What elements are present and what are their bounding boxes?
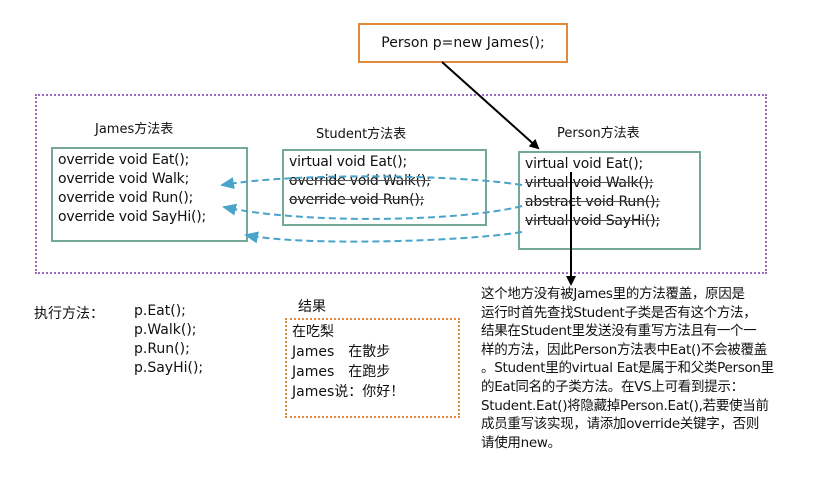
note-line: 请使用new。 <box>481 434 561 451</box>
student-method: virtual void Eat(); <box>289 154 408 170</box>
method-tables-container <box>35 94 767 274</box>
james-method: override void SayHi(); <box>58 209 207 225</box>
student-method-table: virtual void Eat(); override void Walk()… <box>282 149 487 226</box>
explanation-note: 这个地方没有被James里的方法覆盖，原因是 运行时首先查找Student子类是… <box>481 285 821 452</box>
result-line: James 在散步 <box>292 344 391 360</box>
student-table-title: Student方法表 <box>316 127 407 142</box>
person-method: virtual void Eat(); <box>525 156 644 172</box>
note-line: 样的方法，因此Person方法表中Eat()不会被覆盖 <box>481 341 767 358</box>
result-title: 结果 <box>298 299 326 315</box>
james-method: override void Walk; <box>58 171 190 187</box>
student-method-overridden: override void Walk(); <box>289 173 431 189</box>
james-method: override void Run(); <box>58 190 194 206</box>
person-table-title: Person方法表 <box>557 126 640 141</box>
constructor-statement: Person p=new James(); <box>381 35 545 51</box>
result-box: 在吃梨 James 在散步 James 在跑步 James说：你好！ <box>285 318 460 418</box>
person-method-overridden: abstract void Run(); <box>525 194 660 210</box>
note-line: 这个地方没有被James里的方法覆盖，原因是 <box>481 286 745 302</box>
execution-calls: p.Eat(); p.Walk(); p.Run(); p.SayHi(); <box>134 302 203 378</box>
method-call: p.Run(); <box>134 341 190 357</box>
person-method-overridden: virtual void SayHi(); <box>525 213 660 229</box>
james-method: override void Eat(); <box>58 152 190 168</box>
result-line: 在吃梨 <box>292 324 334 340</box>
method-call: p.Eat(); <box>134 303 186 319</box>
note-line: 成员重写该实现，请添加override关键字，否则 <box>481 416 760 433</box>
note-line: 运行时首先查找Student子类是否有这个方法， <box>481 304 757 321</box>
person-method-overridden: virtual void Walk(); <box>525 175 654 191</box>
result-line: James说：你好！ <box>292 384 405 400</box>
james-method-table: override void Eat(); override void Walk;… <box>51 147 248 242</box>
result-line: James 在跑步 <box>292 364 391 380</box>
note-line: 。Student里的virtual Eat是属于和父类Person里 <box>481 360 774 377</box>
method-call: p.SayHi(); <box>134 360 204 376</box>
student-method-overridden: override void Run(); <box>289 192 425 208</box>
execution-label: 执行方法： <box>34 306 104 322</box>
note-line: 的Eat同名的子类方法。在VS上可看到提示： <box>481 378 744 395</box>
note-line: 结果在Student里发送没有重写方法且有一个一 <box>481 323 757 340</box>
person-method-table: virtual void Eat(); virtual void Walk();… <box>518 151 701 250</box>
method-call: p.Walk(); <box>134 322 197 338</box>
constructor-statement-box: Person p=new James(); <box>358 23 568 63</box>
james-table-title: James方法表 <box>95 122 174 137</box>
note-line: Student.Eat()将隐藏掉Person.Eat(),若要使当前 <box>481 397 769 414</box>
